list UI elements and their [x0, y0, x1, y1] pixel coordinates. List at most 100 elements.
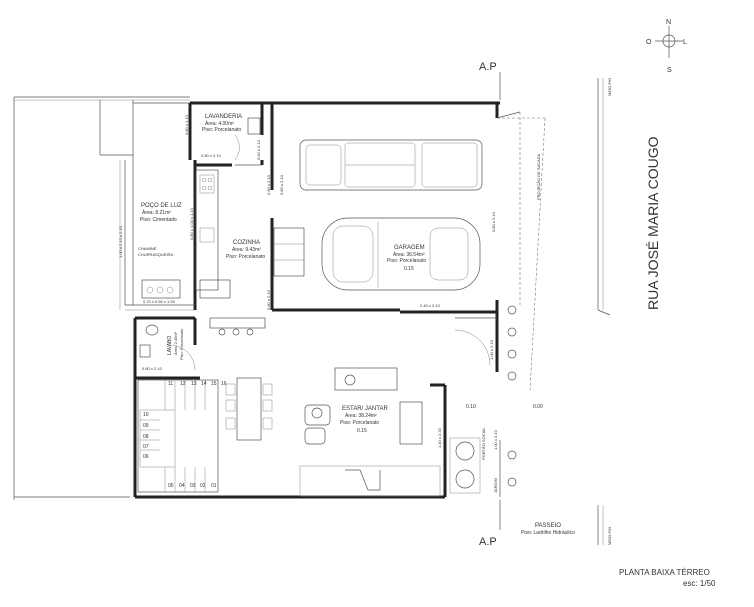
dimension-tag: 0.60 x 2.10 — [256, 139, 261, 160]
street-name: RUA JOSÉ MARIA COUGO — [645, 136, 661, 310]
lav-door-swing — [234, 134, 240, 161]
truck-icon — [299, 139, 483, 191]
room-floor: Piso: Cimentado — [140, 217, 177, 223]
dimension-tag: 0.80 x 1.00 x 1.10 — [189, 207, 194, 240]
room-lavanderia: LAVANDERIA Área: 4.00m² Piso: Porcelanat… — [202, 114, 242, 133]
street: MEIO-FIO MEIO-FIO RUA JOSÉ MARIA COUGO — [597, 78, 661, 545]
level-entry: 0.10 — [466, 404, 476, 410]
dimension-tag: 0.80 x 2.10 — [491, 211, 496, 232]
lot-boundary — [13, 96, 190, 500]
dimension-tag: 0.80 x 2.10 — [142, 366, 163, 371]
staircase — [137, 379, 219, 493]
room-floor: Piso: Porcelanato — [179, 328, 184, 360]
section-mark-bottom: A.P — [479, 536, 497, 548]
dimension-tag: 0.80 x 1.10 — [184, 114, 189, 135]
plant-icon — [507, 349, 517, 359]
kitchen-furniture — [195, 169, 305, 336]
room-garagem: GARAGEM Área: 36.54m² Piso: Porcelanato … — [387, 245, 426, 272]
dimension-tag: 0.80 x 2.10 — [201, 153, 222, 158]
stair-step: 06 — [143, 454, 149, 460]
dimension-tag: 1.00 x 2.10 x 2.10 — [118, 225, 123, 258]
room-area: Área: 38.24m² — [345, 412, 377, 419]
room-passeio: PASSEIO Piso: Ladrilho Hidráulico — [521, 523, 575, 536]
dimension-tag: 1.00 x 2.10 — [493, 429, 498, 450]
room-name: POÇO DE LUZ — [141, 203, 182, 209]
tree-icon — [455, 441, 475, 461]
sheet-scale: esc: 1/50 — [683, 579, 716, 588]
compass-west: O — [646, 39, 652, 46]
laundry-tank — [247, 117, 261, 135]
stair-step: 02 — [200, 483, 206, 489]
stair-step: 12 — [180, 381, 186, 387]
person-icon — [344, 374, 356, 386]
armchair — [304, 427, 326, 445]
compass: N S L O — [646, 19, 687, 74]
living-furniture — [299, 329, 491, 497]
room-area: Área: 9.43m² — [232, 246, 261, 253]
room-area: Área: 8.21m² — [142, 209, 171, 216]
meio-fio-label-bottom: MEIO-FIO — [607, 527, 612, 545]
section-mark-top: A.P — [479, 61, 497, 73]
armchair — [304, 404, 331, 426]
jardim-label: JARDIM — [493, 478, 498, 493]
stair-step: 13 — [191, 381, 197, 387]
plant-icon — [507, 305, 517, 315]
meio-fio-label-top: MEIO-FIO — [607, 78, 612, 96]
compass-south: S — [667, 67, 672, 74]
stair-step: 07 — [143, 444, 149, 450]
car-icon — [321, 217, 481, 291]
dining-table — [225, 377, 273, 441]
stair-numbers-side: 10 09 08 07 06 — [143, 412, 149, 460]
room-name: LAVANDERIA — [205, 114, 242, 120]
sheet-title: PLANTA BAIXA TÉRREO — [619, 568, 710, 577]
stair-step: 16 — [221, 381, 227, 387]
room-level: 0.15 — [404, 266, 414, 272]
plant-icon — [507, 450, 517, 460]
hearth — [299, 465, 441, 497]
dimension-tag: 0.80 x 2.10 — [279, 174, 284, 195]
room-floor: Piso: Porcelanato — [226, 254, 265, 260]
front-garden: PORTÃO SOCIAL JARDIM 0.10 0.00 — [449, 305, 543, 497]
entry-door-swing — [454, 329, 491, 366]
compass-east: L — [683, 39, 687, 46]
stair-numbers-bottom: 05 04 03 02 01 — [168, 483, 217, 489]
churrasqueira — [141, 279, 181, 299]
stair-step: 01 — [211, 483, 217, 489]
fireplace-icon — [345, 469, 381, 491]
stair-step: 11 — [168, 381, 173, 387]
stair-step: 05 — [168, 483, 174, 489]
plant-icon — [507, 371, 517, 381]
level-street: 0.00 — [533, 404, 543, 410]
dimension-tag: 0.70 x 0.50 x 1.90 — [143, 299, 176, 304]
plant-icon — [507, 327, 517, 337]
stair-step: 03 — [190, 483, 196, 489]
person-icon — [311, 407, 323, 419]
dimension-tag: 0.80 x 2.10 — [266, 174, 271, 195]
room-poco-de-luz: POÇO DE LUZ Área: 8.21m² Piso: Cimentado — [140, 203, 182, 223]
stair-step: 14 — [201, 381, 207, 387]
stair-step: 08 — [143, 434, 149, 440]
room-name: LAVABO — [167, 336, 173, 355]
room-floor: Piso: Ladrilho Hidráulico — [521, 530, 575, 536]
stair-step: 09 — [143, 423, 149, 429]
walls — [124, 100, 500, 499]
stair-numbers-top: 11 12 13 14 15 16 — [168, 381, 227, 387]
dimension-tag: 2.40 x 2.10 — [420, 303, 441, 308]
portao-label: PORTÃO SOCIAL — [481, 427, 486, 460]
plant-icon — [507, 477, 517, 487]
stair-step: 04 — [179, 483, 185, 489]
garage-area: PROJEÇÃO DE SACADA — [299, 111, 546, 391]
room-cozinha: COZINHA Área: 9.43m² Piso: Porcelanato — [226, 240, 265, 260]
room-area: Área: 2.49m² — [173, 331, 178, 355]
chamine-label: CHAMINÉ — [138, 246, 157, 251]
dimension-tags: 0.80 x 1.10 0.80 x 2.10 0.60 x 2.10 0.80… — [118, 114, 498, 450]
room-floor: Piso: Porcelanato — [202, 127, 241, 133]
room-area: Área: 36.54m² — [393, 251, 425, 258]
compass-north: N — [666, 19, 671, 26]
room-name: COZINHA — [233, 240, 260, 246]
room-area: Área: 4.00m² — [205, 120, 234, 127]
dimension-tag: 0.80 x 2.10 — [266, 289, 271, 310]
lavabo-fixtures — [139, 324, 196, 371]
room-name: ESTAR/ JANTAR — [342, 406, 388, 412]
